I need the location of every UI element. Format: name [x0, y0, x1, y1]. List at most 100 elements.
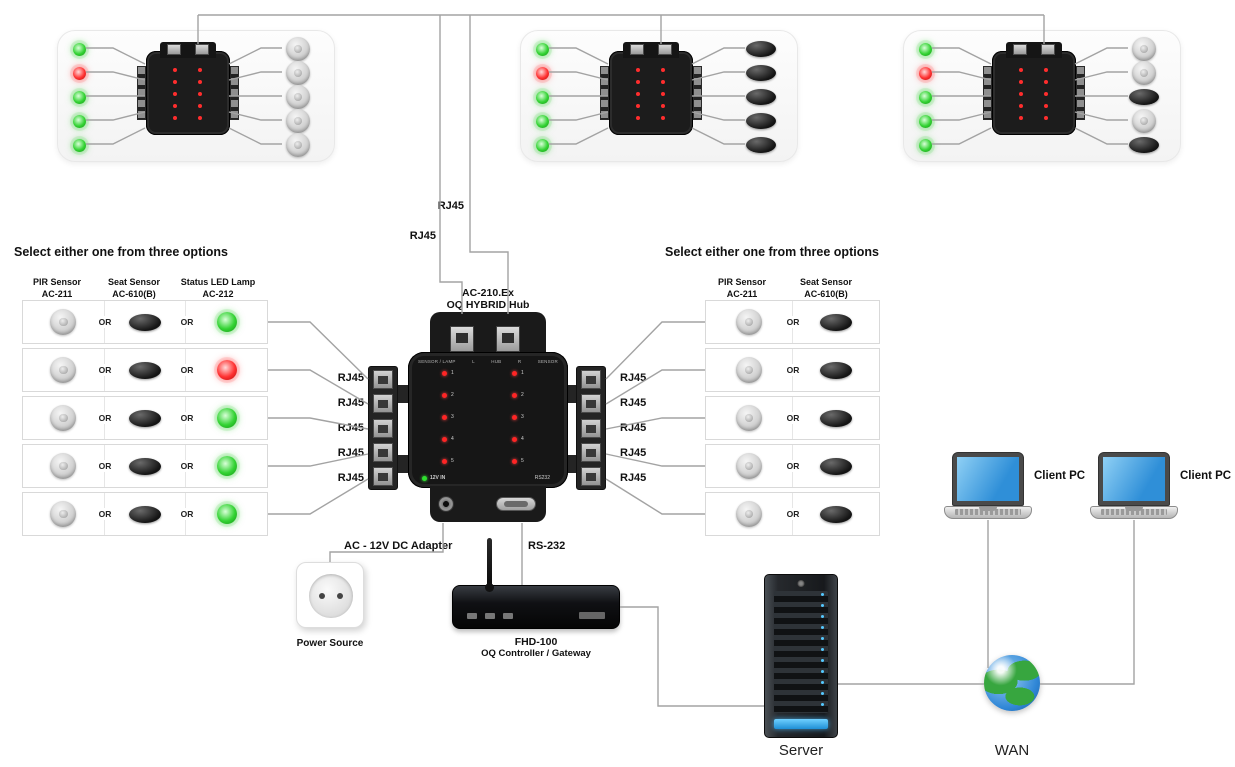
or-label: OR: [783, 316, 803, 328]
column-header-seat-sensor: Seat Sensor AC-610(B): [96, 277, 172, 300]
channel-led: 3: [512, 414, 524, 420]
pir-sensor-icon: [736, 501, 762, 527]
seat-sensor: [792, 493, 879, 535]
header-line: Seat Sensor: [107, 277, 161, 287]
header-line: PIR Sensor: [717, 277, 766, 287]
status-led-lamp: [185, 445, 267, 487]
gateway-slot-icon: [579, 612, 605, 619]
device-icon: [746, 89, 776, 105]
sensor-group-panel-3: [903, 30, 1181, 162]
status-led: [536, 67, 549, 80]
device-icon: [286, 133, 310, 157]
sensor-device: [743, 133, 779, 157]
channel-led: 3: [442, 414, 454, 420]
or-label: OR: [95, 460, 115, 472]
rj45-cable-label: RJ45: [409, 230, 436, 242]
port-strip-right-icon: [693, 66, 702, 120]
laptop-screen-icon: [1098, 452, 1170, 506]
seat-sensor: [103, 349, 186, 391]
seat-sensor: [103, 397, 186, 439]
strip-connector: [398, 385, 408, 403]
device-icon: [746, 65, 776, 81]
option-row: OR: [705, 444, 880, 488]
power-source-label: Power Source: [296, 638, 364, 649]
seat-sensor: [103, 445, 186, 487]
seat-sensor: [103, 301, 186, 343]
rj45-cable-label: RJ45: [337, 472, 364, 484]
rj45-port-icon: [373, 418, 393, 438]
mini-hub-device: [983, 42, 1085, 135]
client-pc-2: [1090, 452, 1178, 519]
status-led: [536, 91, 549, 104]
or-label: OR: [783, 460, 803, 472]
seat-sensor-icon: [820, 361, 852, 379]
status-led: [919, 43, 932, 56]
device-icon: [286, 85, 310, 109]
left-options-title: Select either one from three options: [14, 245, 228, 259]
port-strip-right-icon: [1076, 66, 1085, 120]
rj45-cable-label: RJ45: [620, 372, 647, 384]
channel-led: 1: [442, 370, 454, 376]
column-header-pir-sensor: PIR Sensor AC-211: [19, 277, 95, 300]
rj45-port-icon: [373, 442, 393, 462]
channel-led: 1: [512, 370, 524, 376]
pir-sensor: [706, 445, 792, 487]
sensor-device: [743, 109, 779, 133]
rs232-cable-label: RS-232: [528, 540, 566, 552]
rj45-port-icon: [581, 418, 601, 438]
seat-sensor: [792, 301, 879, 343]
sensor-device: [280, 37, 316, 61]
option-row: OR OR: [22, 396, 268, 440]
seat-sensor-icon: [820, 505, 852, 523]
device-icon: [286, 109, 310, 133]
sensor-device: [743, 37, 779, 61]
status-led: [73, 67, 86, 80]
pir-sensor: [23, 397, 104, 439]
laptop-screen-icon: [952, 452, 1024, 506]
or-label: OR: [95, 316, 115, 328]
status-led-lamp: [185, 301, 267, 343]
sensor-device: [1126, 109, 1162, 133]
option-row: OR: [705, 492, 880, 536]
adapter-cable-label: AC - 12V DC Adapter: [344, 540, 453, 552]
device-icon: [286, 61, 310, 85]
sensor-device: [280, 61, 316, 85]
device-icon: [1132, 37, 1156, 61]
pir-sensor: [23, 445, 104, 487]
pir-sensor-icon: [50, 357, 77, 383]
gateway-label: FHD-100 OQ Controller / Gateway: [446, 636, 626, 659]
led-indicators-icon: [1019, 68, 1023, 72]
pir-sensor-icon: [50, 405, 77, 431]
status-led: [919, 91, 932, 104]
seat-sensor-icon: [820, 457, 852, 475]
rj45-cable-label: RJ45: [620, 447, 647, 459]
seat-sensor-icon: [129, 313, 161, 331]
seat-sensor: [792, 445, 879, 487]
rj45-port-icon: [373, 370, 393, 389]
status-led: [73, 43, 86, 56]
rj45-cable-label: RJ45: [337, 372, 364, 384]
rj45-port-icon: [581, 467, 601, 486]
led-lamp-icon: [216, 504, 237, 524]
strip-connector: [398, 455, 408, 473]
strip-connector: [568, 455, 576, 473]
or-label: OR: [95, 364, 115, 376]
status-led: [919, 139, 932, 152]
or-label: OR: [177, 412, 197, 424]
socket-icon: [309, 574, 353, 618]
pir-sensor: [706, 493, 792, 535]
rj45-cable-label: RJ45: [337, 447, 364, 459]
rj45-uplink-ports-icon: [1006, 42, 1062, 58]
led-lamp-icon: [216, 408, 237, 428]
led-indicators-icon: [173, 68, 177, 72]
header-line: AC-212: [202, 288, 234, 299]
channel-led: 2: [512, 392, 524, 398]
sensor-device: [280, 85, 316, 109]
sensor-device: [1126, 85, 1162, 109]
rj45-cable-label: RJ45: [620, 422, 647, 434]
pir-sensor: [706, 301, 792, 343]
pir-sensor-icon: [50, 501, 77, 527]
header-line: AC-211: [41, 288, 73, 299]
rj45-port-icon: [450, 326, 474, 352]
device-icon: [286, 37, 310, 61]
